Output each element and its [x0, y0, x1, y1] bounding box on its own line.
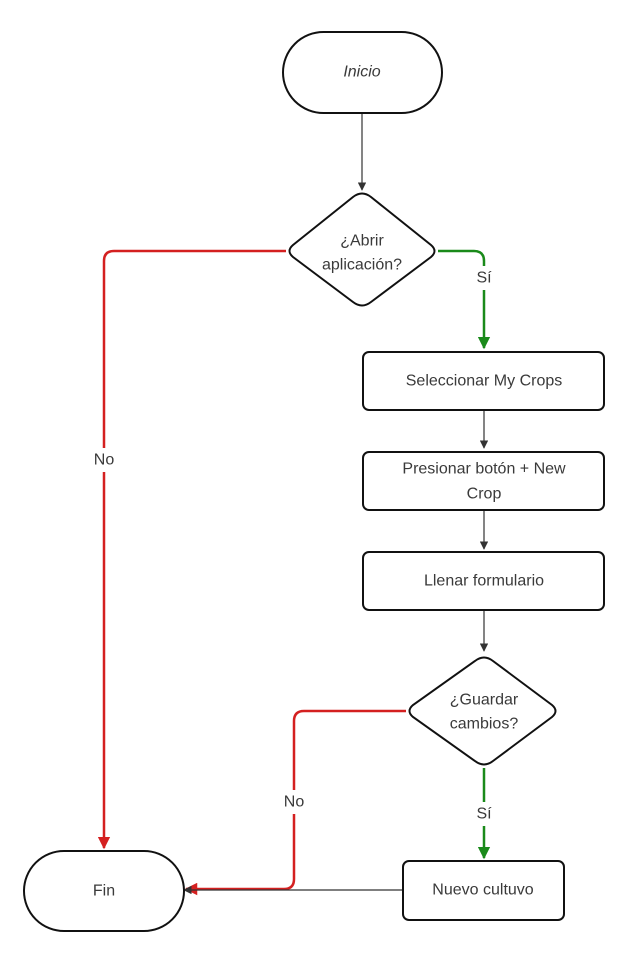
- node-open-app-label-line1: ¿Abrir: [340, 233, 384, 250]
- node-fill-form: Llenar formulario: [362, 551, 605, 611]
- node-open-app-decision: ¿Abrir aplicación?: [288, 192, 436, 307]
- node-select-crops-label: Seleccionar My Crops: [406, 373, 563, 390]
- node-end-label: Fin: [93, 883, 115, 900]
- edge-open-app-yes: [438, 249, 491, 350]
- edge-label-bg: [470, 802, 498, 826]
- node-press-button-label-line1: Presionar botón + New: [402, 461, 566, 478]
- edge-label-save-no: No: [284, 794, 305, 811]
- node-fill-form-label: Llenar formulario: [424, 573, 544, 590]
- node-new-crop-label: Nuevo cultuvo: [432, 882, 533, 899]
- edge-label-bg: [470, 266, 498, 290]
- edge-open-app-no: [97, 249, 286, 850]
- node-open-app-label-line2: aplicación?: [322, 257, 402, 274]
- edge-label-bg: [86, 448, 122, 472]
- edge-label-open-no: No: [94, 452, 115, 469]
- node-start-label: Inicio: [343, 64, 380, 81]
- node-press-button: Presionar botón + New Crop: [362, 451, 605, 511]
- node-save-label-line1: ¿Guardar: [450, 692, 519, 709]
- node-select-crops: Seleccionar My Crops: [362, 351, 605, 411]
- node-press-button-label-line2: Crop: [467, 486, 502, 503]
- node-start: Inicio: [282, 31, 443, 114]
- edge-label-save-yes: Sí: [476, 806, 492, 823]
- node-new-crop: Nuevo cultuvo: [402, 860, 565, 921]
- node-save-decision: ¿Guardar cambios?: [408, 656, 557, 766]
- node-end: Fin: [23, 850, 185, 932]
- node-save-label-line2: cambios?: [450, 716, 519, 733]
- edge-label-bg: [276, 790, 312, 814]
- edge-label-open-yes: Sí: [476, 270, 492, 287]
